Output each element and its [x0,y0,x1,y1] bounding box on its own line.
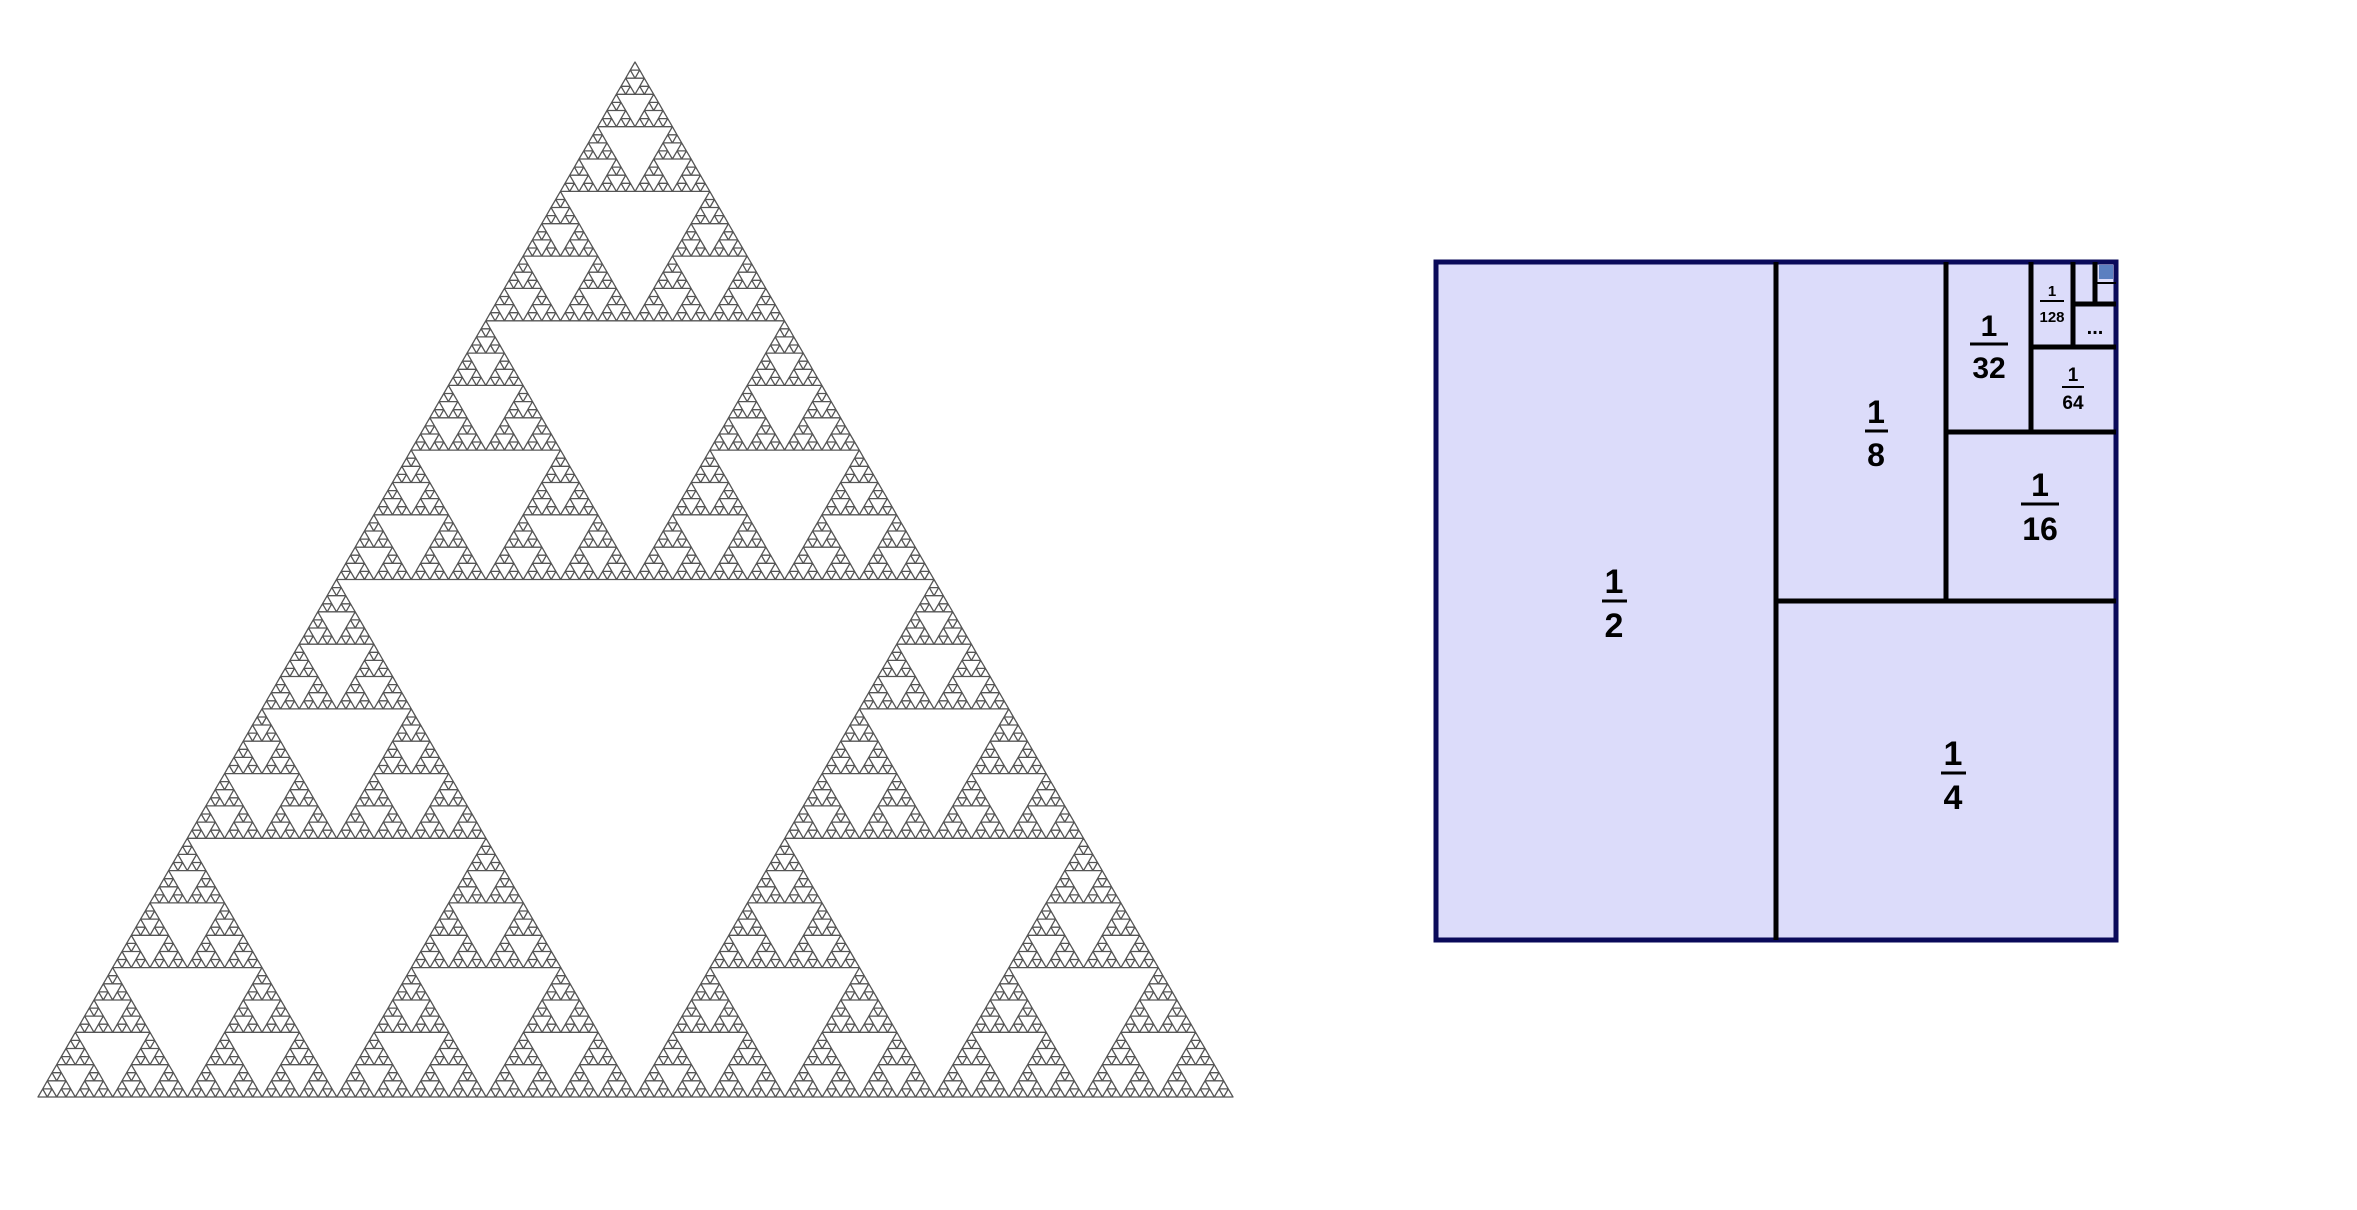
sierpinski-triangle [37,61,1234,1098]
label-quarter-numerator: 1 [1944,735,1963,773]
label-quarter-denominator: 4 [1944,779,1963,817]
label-128-numerator: 1 [2048,283,2056,300]
label-128: 1 128 [2039,283,2064,326]
label-half-denominator: 2 [1605,607,1624,645]
label-sixteenth-numerator: 1 [2031,467,2049,503]
sierpinski-subtriangles [37,61,1234,1098]
label-half: 1 2 [1602,563,1627,645]
label-thirtysecond-denominator: 32 [1972,352,2005,385]
geometric-series-square: 1 2 1 4 1 8 1 16 1 32 1 64 [1433,259,2119,943]
smallest-cell [2099,265,2113,279]
label-sixtyfourth-denominator: 64 [2062,393,2084,414]
label-128-denominator: 128 [2039,309,2064,326]
label-eighth-denominator: 8 [1867,437,1885,473]
label-thirtysecond: 1 32 [1970,310,2008,385]
label-half-numerator: 1 [1605,563,1624,601]
label-eighth: 1 8 [1865,394,1888,473]
label-sixteenth-denominator: 16 [2022,511,2058,547]
label-thirtysecond-numerator: 1 [1981,310,1998,343]
label-ellipsis: ... [2087,317,2104,339]
label-eighth-numerator: 1 [1867,394,1885,430]
label-sixtyfourth-numerator: 1 [2068,365,2079,386]
label-sixtyfourth: 1 64 [2062,365,2084,414]
square-dividers [1773,262,2116,940]
label-quarter: 1 4 [1941,735,1966,817]
label-sixteenth: 1 16 [2021,467,2059,547]
